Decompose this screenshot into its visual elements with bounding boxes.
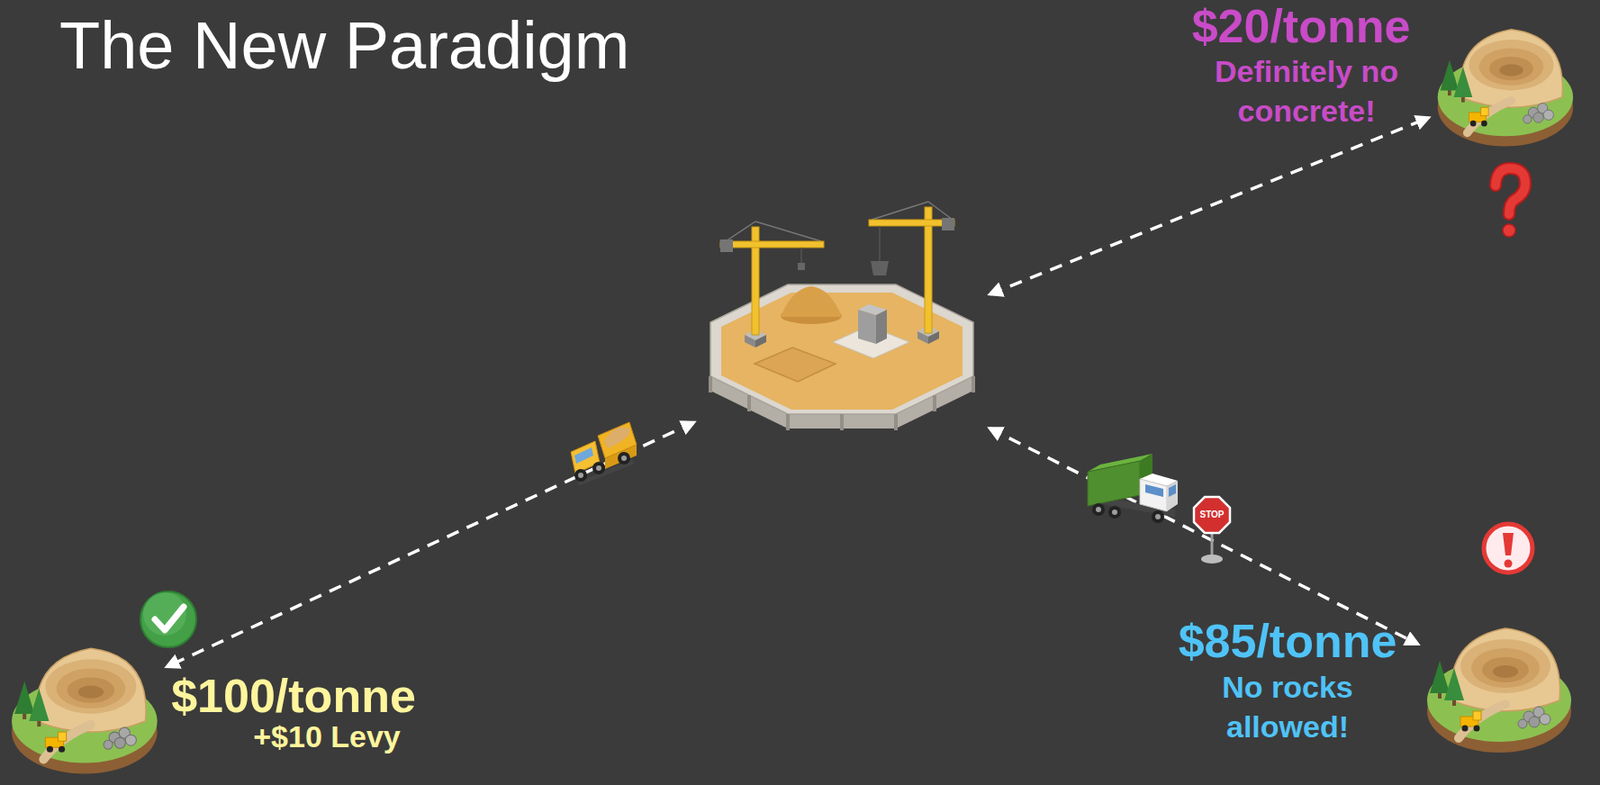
- check-icon: [154, 606, 184, 631]
- garbage-truck: [1155, 514, 1161, 520]
- price-text: $85/tonne: [1152, 614, 1423, 668]
- check-icon: [143, 592, 187, 636]
- construction-site-illustration: [708, 376, 713, 393]
- garbage-truck: [1151, 510, 1165, 524]
- construction-site-illustration: [876, 309, 887, 344]
- question-icon: [1495, 168, 1526, 215]
- garbage-truck: [1111, 509, 1118, 516]
- quarry-node: $20/tonneDefinitely no concrete!: [1433, 12, 1578, 162]
- exclamation-icon: [1504, 560, 1513, 569]
- construction-site-illustration: [754, 347, 836, 382]
- construction-site-illustration: [941, 217, 955, 231]
- restriction-text: Definitely no concrete!: [1180, 51, 1433, 131]
- dump-truck: [574, 447, 594, 464]
- construction-site-illustration: [868, 219, 955, 226]
- check-icon: [140, 591, 197, 648]
- quarry-illustration: [1437, 29, 1573, 147]
- site-node: [698, 279, 986, 429]
- garbage-truck: [1095, 506, 1102, 513]
- garbage-truck: [1108, 506, 1121, 519]
- stop-sign: [1193, 497, 1230, 564]
- price-text: $20/tonne: [1166, 0, 1437, 53]
- construction-site-illustration: [747, 395, 751, 412]
- quarry-illustration: [11, 648, 158, 774]
- quarry-illustration: [1437, 29, 1573, 147]
- price-text: $100/tonne: [158, 669, 429, 723]
- construction-site-illustration: [786, 414, 790, 431]
- construction-site-illustration: [720, 241, 824, 248]
- construction-site-illustration: [797, 262, 805, 271]
- construction-site-illustration: [932, 395, 937, 412]
- quarry-illustration: [11, 648, 158, 774]
- construction-site-illustration: [870, 261, 889, 276]
- quarry-illustration: [1427, 628, 1572, 753]
- garbage-truck: [1087, 461, 1140, 507]
- construction-site-illustration: [710, 284, 974, 415]
- quarry-node: $100/tonne+$10 Levy: [7, 630, 163, 780]
- exclamation-icon: [1483, 524, 1533, 573]
- question-icon: [1502, 224, 1516, 237]
- dump-truck: [592, 461, 606, 475]
- dump-truck: [574, 469, 588, 482]
- route-arrow: [990, 117, 1429, 295]
- dump-truck: [617, 451, 631, 465]
- construction-site-illustration: [858, 309, 877, 344]
- restriction-text: No rocks allowed!: [1179, 667, 1396, 747]
- garbage-truck: [1087, 453, 1178, 524]
- construction-site-illustration: [800, 247, 803, 263]
- exclamation-icon: [1502, 533, 1514, 556]
- construction-site-illustration: [710, 284, 974, 429]
- exclamation-icon: [1483, 524, 1533, 573]
- dump-truck: [596, 465, 602, 471]
- construction-site-illustration: [744, 334, 756, 348]
- quarry-illustration: [1427, 628, 1572, 753]
- dump-truck: [570, 422, 637, 487]
- garbage-truck: [1092, 503, 1105, 516]
- construction-site-illustration: [894, 414, 898, 431]
- stop-sign: [1193, 497, 1230, 534]
- construction-site-illustration: [928, 201, 953, 220]
- dump-truck: [597, 422, 637, 459]
- construction-site-illustration: [755, 221, 822, 242]
- question-icon: [1495, 168, 1526, 237]
- route-arrow: [989, 428, 1418, 645]
- question-icon: [1495, 168, 1526, 215]
- quarry-node: $85/tonneNo rocks allowed!: [1422, 610, 1576, 760]
- construction-site-illustration: [971, 376, 976, 393]
- construction-site-illustration: [780, 286, 842, 317]
- stop-sign: [1201, 554, 1223, 564]
- slide-title: The New Paradigm: [59, 5, 630, 86]
- construction-site-illustration: [710, 201, 974, 431]
- construction-site-illustration: [755, 334, 767, 348]
- dump-truck: [621, 455, 627, 462]
- garbage-truck: [1145, 484, 1164, 498]
- construction-site-illustration: [840, 414, 844, 431]
- construction-site-illustration: [871, 201, 929, 220]
- construction-site-illustration: [720, 239, 733, 253]
- construction-site-illustration: [725, 221, 756, 242]
- stop-sign-text: STOP: [1193, 508, 1230, 522]
- garbage-truck: [1139, 479, 1167, 512]
- levy-text: +$10 Levy: [191, 716, 462, 757]
- garbage-truck: [1168, 484, 1176, 498]
- dump-truck: [578, 472, 584, 479]
- construction-site-illustration: [710, 376, 974, 431]
- route-arrow: [166, 422, 694, 667]
- construction-site-illustration: [878, 225, 881, 262]
- dump-truck: [604, 427, 631, 449]
- garbage-truck: [1166, 480, 1178, 512]
- check-icon: [140, 591, 197, 648]
